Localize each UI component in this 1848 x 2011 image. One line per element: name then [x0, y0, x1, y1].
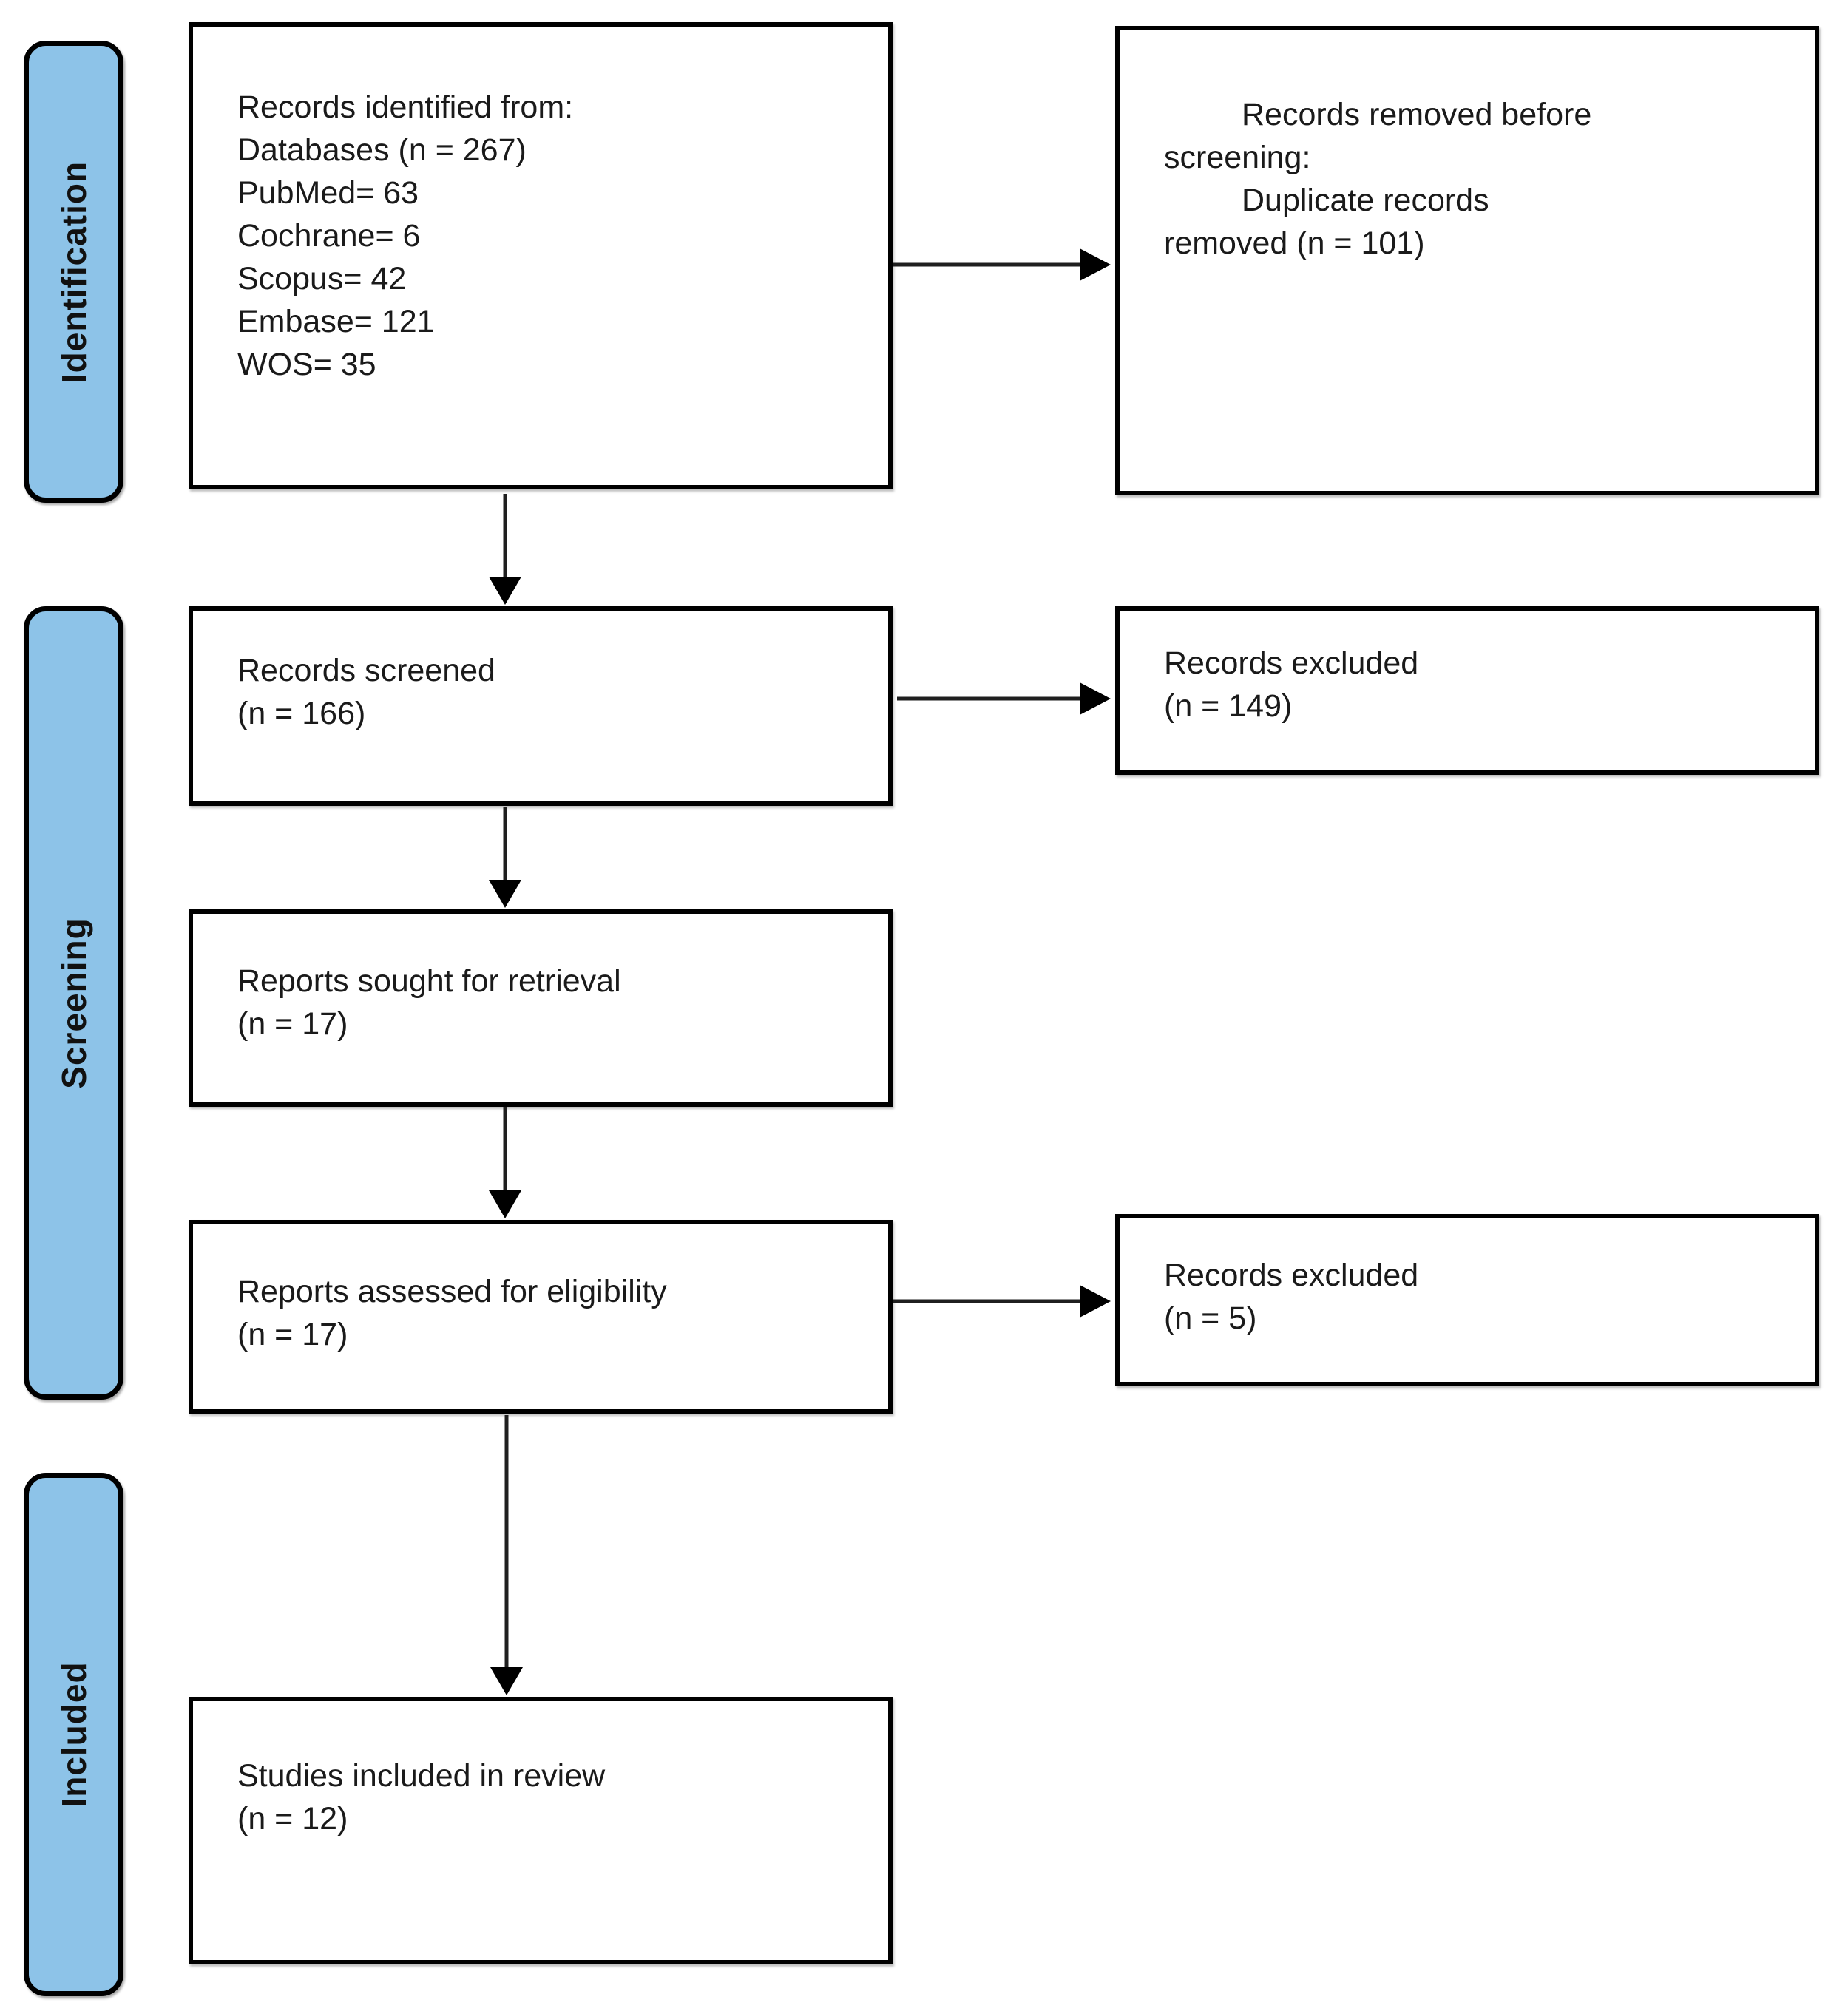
studies-included-label: Studies included in review [237, 1758, 606, 1794]
box-records-identified: Records identified from: Databases (n = … [189, 22, 893, 489]
box-reports-assessed-text: Reports assessed for eligibility (n = 17… [193, 1224, 888, 1356]
arrow-screened-to-excluded [897, 682, 1111, 715]
records-screened-count: (n = 166) [237, 696, 366, 731]
box-records-identified-text: Records identified from: Databases (n = … [193, 27, 888, 386]
arrow-assessed-to-excluded [893, 1285, 1111, 1318]
records-excluded-eligibility-count: (n = 5) [1164, 1300, 1257, 1336]
arrowhead-down-icon [489, 880, 521, 908]
arrow-screened-to-sought [489, 807, 521, 908]
box-records-excluded-eligibility: Records excluded (n = 5) [1115, 1214, 1819, 1386]
stage-bar-screening: Screening [24, 606, 123, 1400]
box-reports-sought: Reports sought for retrieval (n = 17) [189, 909, 893, 1107]
arrow-stem [503, 807, 507, 883]
stage-label-screening: Screening [54, 917, 93, 1089]
reports-assessed-label: Reports assessed for eligibility [237, 1274, 667, 1309]
box-records-screened: Records screened (n = 166) [189, 606, 893, 806]
stage-bar-identification: Identification [24, 41, 123, 503]
arrow-stem [897, 696, 1084, 701]
arrowhead-down-icon [489, 1190, 521, 1218]
arrowhead-right-icon [1080, 682, 1111, 715]
records-excluded-screening-label: Records excluded [1164, 645, 1419, 681]
box-records-excluded-screening: Records excluded (n = 149) [1115, 606, 1819, 775]
records-identified-cochrane: Cochrane= 6 [237, 218, 421, 254]
arrowhead-down-icon [490, 1667, 523, 1695]
records-excluded-eligibility-label: Records excluded [1164, 1258, 1419, 1293]
records-identified-heading: Records identified from: [237, 89, 574, 125]
reports-assessed-count: (n = 17) [237, 1317, 348, 1352]
records-excluded-screening-count: (n = 149) [1164, 688, 1293, 724]
arrow-stem [893, 1299, 1084, 1303]
box-records-removed-before-screening: Records removed before screening: Duplic… [1115, 26, 1819, 495]
arrow-identified-to-screened [489, 494, 521, 605]
reports-sought-label: Reports sought for retrieval [237, 963, 621, 999]
records-identified-scopus: Scopus= 42 [237, 261, 407, 296]
arrow-stem [503, 494, 507, 580]
records-identified-databases: Databases (n = 267) [237, 132, 527, 168]
box-studies-included-text: Studies included in review (n = 12) [193, 1701, 888, 1840]
box-records-removed-text: Records removed before screening: Duplic… [1120, 30, 1667, 265]
arrow-assessed-to-included [490, 1415, 523, 1695]
records-removed-line-4: removed (n = 101) [1164, 225, 1425, 261]
arrowhead-right-icon [1080, 248, 1111, 281]
arrow-sought-to-assessed [489, 1107, 521, 1218]
arrow-stem [503, 1107, 507, 1193]
stage-label-identification: Identification [54, 160, 93, 383]
arrow-stem [893, 262, 1084, 267]
records-removed-line-1: Records removed before [1242, 97, 1592, 132]
box-reports-sought-text: Reports sought for retrieval (n = 17) [193, 914, 888, 1045]
box-records-excluded-screening-text: Records excluded (n = 149) [1120, 611, 1815, 728]
box-studies-included: Studies included in review (n = 12) [189, 1697, 893, 1964]
arrowhead-right-icon [1080, 1285, 1111, 1318]
arrow-stem [504, 1415, 509, 1670]
reports-sought-count: (n = 17) [237, 1006, 348, 1042]
studies-included-count: (n = 12) [237, 1801, 348, 1837]
records-identified-pubmed: PubMed= 63 [237, 175, 419, 211]
box-reports-assessed: Reports assessed for eligibility (n = 17… [189, 1220, 893, 1414]
records-identified-wos: WOS= 35 [237, 347, 376, 382]
records-screened-label: Records screened [237, 653, 495, 688]
box-records-excluded-eligibility-text: Records excluded (n = 5) [1120, 1218, 1815, 1340]
records-removed-line-3: Duplicate records [1242, 183, 1489, 218]
stage-label-included: Included [54, 1661, 93, 1808]
box-records-screened-text: Records screened (n = 166) [193, 611, 888, 735]
records-removed-line-2: screening: [1164, 140, 1311, 175]
arrowhead-down-icon [489, 577, 521, 605]
arrow-identified-to-removed [893, 248, 1111, 281]
stage-bar-included: Included [24, 1473, 123, 1996]
records-identified-embase: Embase= 121 [237, 304, 435, 339]
